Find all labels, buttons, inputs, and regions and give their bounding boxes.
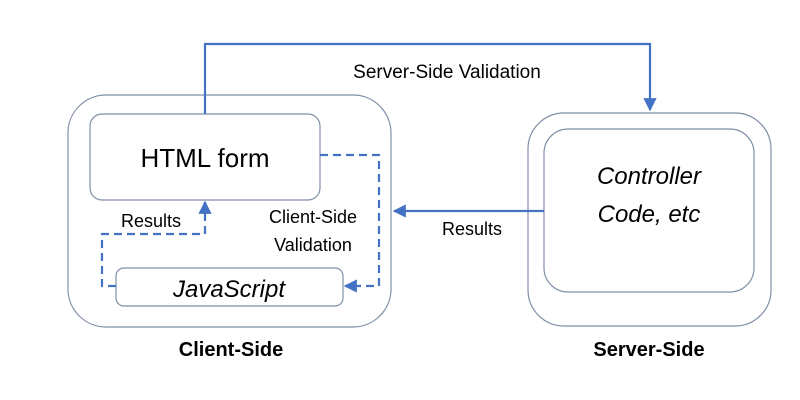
html-form-label: HTML form bbox=[140, 143, 269, 173]
server-validation-arrow bbox=[203, 42, 657, 114]
client-validation-label-line1: Client-Side bbox=[269, 207, 357, 227]
controller-code-line2: Code, etc bbox=[598, 201, 701, 228]
controller-code-line1: Controller bbox=[597, 163, 702, 190]
server-validation-label: Server-Side Validation bbox=[353, 62, 541, 83]
client-results-arrow bbox=[100, 200, 212, 288]
client-results-label: Results bbox=[121, 211, 181, 231]
client-validation-label-line2: Validation bbox=[274, 235, 352, 255]
server-side-label: Server-Side bbox=[593, 339, 704, 361]
server-results-label: Results bbox=[442, 219, 502, 239]
client-side-label: Client-Side bbox=[179, 339, 283, 361]
javascript-label: JavaScript bbox=[172, 276, 286, 303]
client-validation-arrow bbox=[320, 153, 381, 293]
